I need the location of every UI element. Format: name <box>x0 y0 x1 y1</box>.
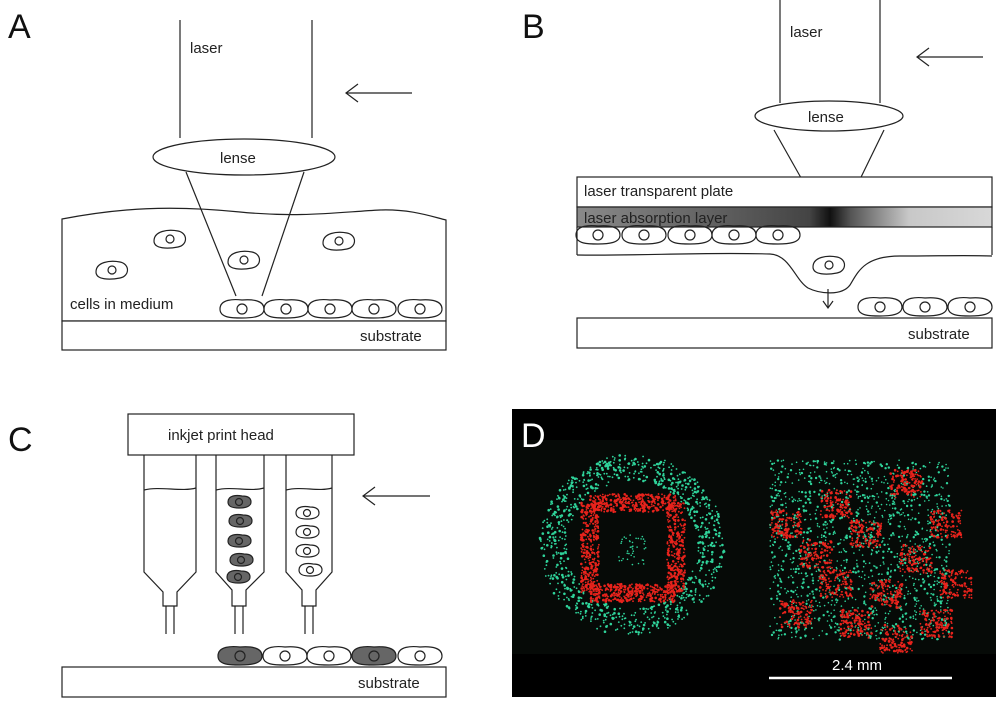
cell-icon <box>575 224 621 245</box>
cell-icon <box>351 645 397 666</box>
fluorescent-dots <box>538 454 973 654</box>
cell-icon <box>306 645 352 666</box>
arrow-icon-b <box>916 47 983 67</box>
cell-icon <box>621 224 667 245</box>
substrate-c <box>61 666 447 698</box>
arrow-icon-a <box>345 83 412 103</box>
absorption-label: laser absorption layer <box>584 210 727 227</box>
cell-icon <box>397 645 443 666</box>
medium-bulge <box>576 252 993 294</box>
inkjet-print-head <box>127 413 355 456</box>
cell-icon <box>307 298 353 319</box>
cell-icon <box>229 552 254 567</box>
medium-container <box>61 207 447 322</box>
cell-icon <box>295 543 320 558</box>
substrate-label-b: substrate <box>908 326 970 343</box>
cell-icon <box>755 224 801 245</box>
plate-label: laser transparent plate <box>584 183 733 200</box>
cell-icon <box>351 298 397 319</box>
cell-icon <box>217 645 263 666</box>
cell-icon <box>295 505 320 520</box>
substrate-b <box>576 317 993 349</box>
cell-icon <box>947 296 993 317</box>
lense-label-a: lense <box>220 150 256 167</box>
panel-d-letter: D <box>521 417 546 455</box>
cell-icon <box>95 260 129 280</box>
panel-d: D 2.4 mm <box>512 409 996 697</box>
panel-b-letter: B <box>522 8 545 46</box>
cell-icon <box>153 229 187 249</box>
cell-icon <box>902 296 948 317</box>
substrate-label-c: substrate <box>358 675 420 692</box>
cell-icon <box>227 494 252 509</box>
panel-b: B laser lense laser transparent plate la… <box>522 0 993 349</box>
cell-icon <box>226 569 251 584</box>
substrate-label-a: substrate <box>360 328 422 345</box>
cell-icon <box>263 298 309 319</box>
nozzle-empty <box>143 455 197 634</box>
nozzle-dark-cells <box>215 455 265 634</box>
cell-icon <box>219 298 265 319</box>
cell-icon <box>857 296 903 317</box>
lense-a <box>152 138 336 176</box>
laser-label-a: laser <box>190 40 223 57</box>
cell-icon <box>397 298 443 319</box>
panel-a-letter: A <box>8 8 31 46</box>
panel-a: A laser lense cells in medium substrate <box>8 8 447 351</box>
cell-icon <box>711 224 757 245</box>
cell-icon <box>667 224 713 245</box>
focus-cone-left-a <box>185 171 237 297</box>
print-head-label: inkjet print head <box>168 427 274 444</box>
nozzle-light-cells <box>285 455 333 634</box>
substrate-a <box>61 320 447 351</box>
cell-icon <box>227 533 252 548</box>
scale-bar-label: 2.4 mm <box>832 657 882 674</box>
cell-icon <box>262 645 308 666</box>
cell-icon <box>227 250 261 270</box>
cell-icon <box>295 524 320 539</box>
lense-label-b: lense <box>808 109 844 126</box>
laser-absorption-layer <box>576 206 993 228</box>
focus-cone-right-a <box>261 171 305 297</box>
panel-c: C inkjet print head <box>8 413 447 698</box>
down-arrow-icon <box>822 289 834 310</box>
cell-icon <box>298 562 323 577</box>
cells-in-medium-label: cells in medium <box>70 296 173 313</box>
cell-icon <box>812 255 846 275</box>
arrow-icon-c <box>362 486 430 506</box>
laser-label-b: laser <box>790 24 823 41</box>
cell-icon <box>228 513 253 528</box>
cell-icon <box>322 231 356 251</box>
panel-c-letter: C <box>8 421 33 459</box>
lense-b <box>754 100 904 132</box>
